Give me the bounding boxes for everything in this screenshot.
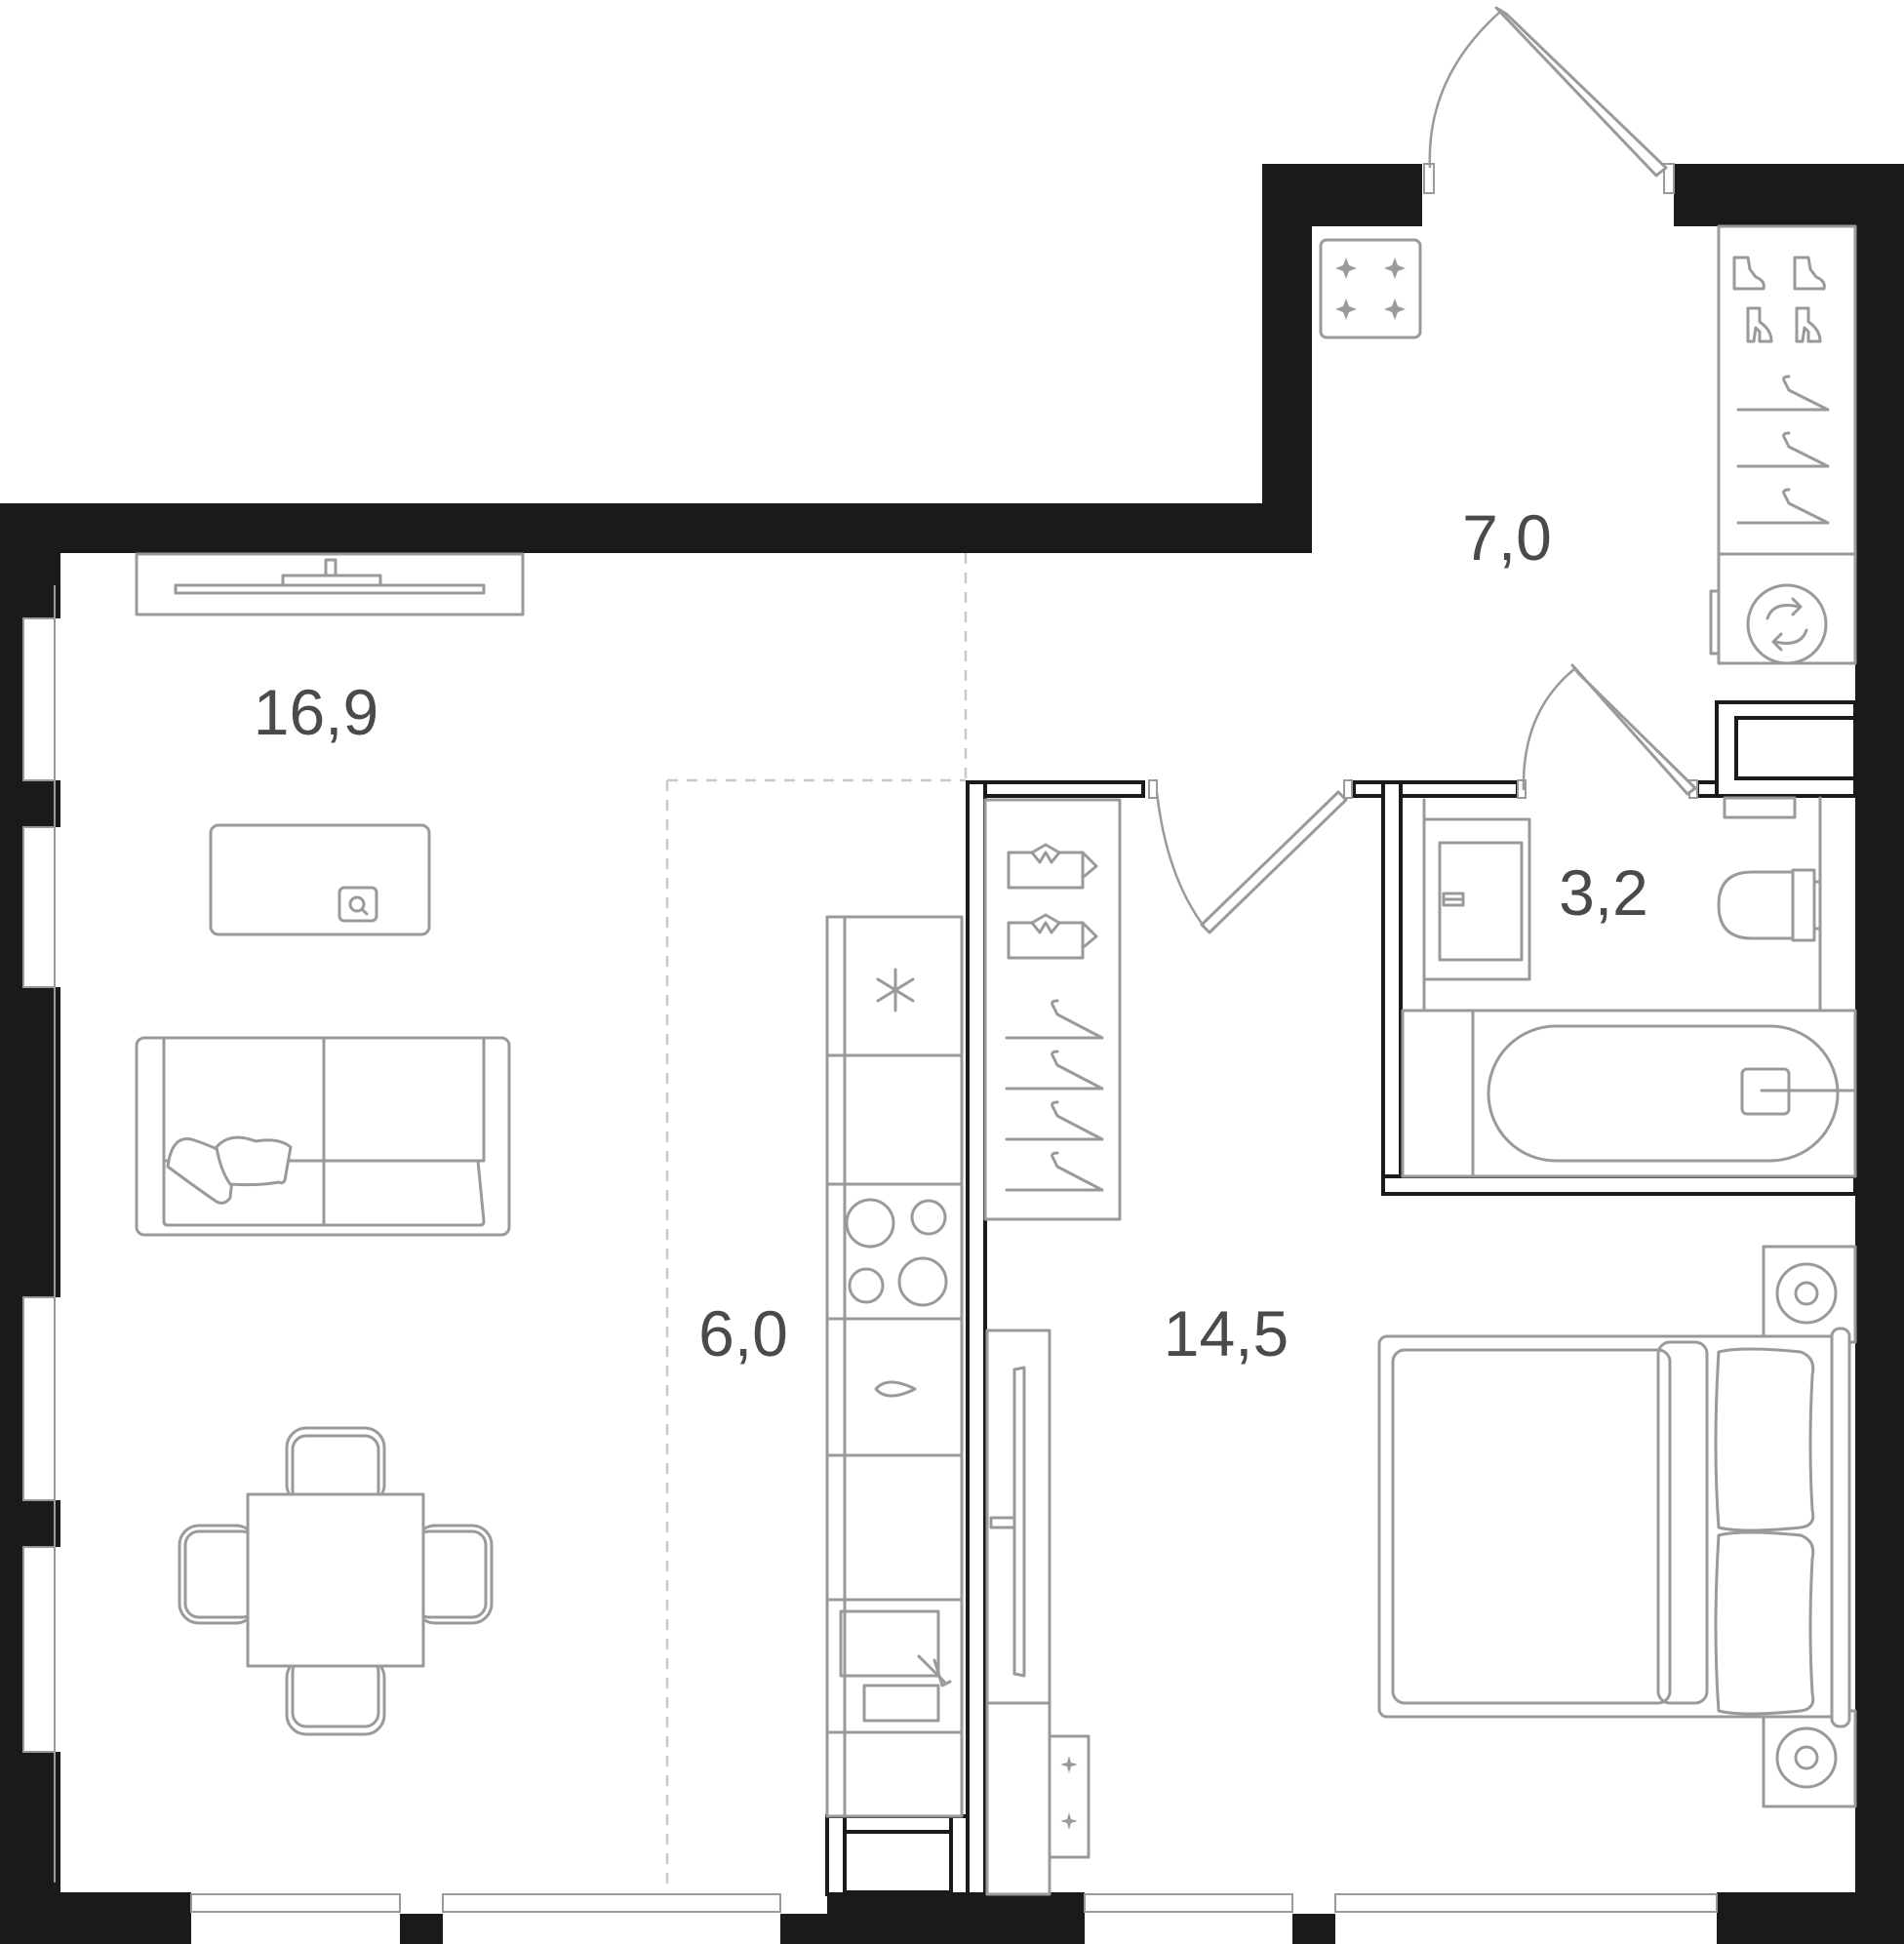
entrance-door bbox=[1423, 6, 1675, 194]
wardrobe-icon bbox=[1717, 224, 1857, 556]
kitchen-units bbox=[825, 915, 964, 1818]
tv-icon bbox=[985, 1329, 1051, 1896]
washing-machine-icon bbox=[1709, 552, 1857, 665]
dining-table-icon bbox=[178, 1426, 494, 1736]
washbasin-icon bbox=[1422, 817, 1531, 981]
living-room-area: 16,9 bbox=[254, 676, 378, 748]
water-drop-icon bbox=[874, 1380, 917, 1398]
bathroom-door bbox=[1517, 663, 1698, 799]
sink-icon bbox=[839, 1609, 952, 1723]
windows bbox=[22, 585, 1718, 1913]
zone-dividers bbox=[665, 553, 968, 1892]
bedroom-area: 14,5 bbox=[1164, 1297, 1289, 1369]
nightstand-icon bbox=[1048, 1734, 1091, 1859]
bedroom-wardrobe bbox=[983, 798, 1122, 1221]
outer-walls bbox=[0, 164, 1904, 1944]
hob-icon bbox=[845, 1198, 948, 1307]
area-labels: 16,9 6,0 7,0 3,2 14,5 bbox=[254, 501, 1648, 1369]
toilet-icon bbox=[1717, 868, 1822, 942]
bathroom-area: 3,2 bbox=[1559, 856, 1648, 929]
bed-icon bbox=[1377, 1245, 1857, 1808]
coffee-table-icon bbox=[209, 823, 431, 936]
kitchen-area: 6,0 bbox=[698, 1297, 788, 1369]
bathtub-icon bbox=[1401, 1009, 1857, 1178]
interior-walls bbox=[825, 700, 1857, 1896]
shelf-icon bbox=[1319, 238, 1422, 339]
fridge-icon bbox=[825, 968, 964, 1057]
hall-area: 7,0 bbox=[1462, 501, 1552, 574]
bedroom-door bbox=[1148, 779, 1353, 934]
sofa-icon bbox=[135, 1036, 511, 1237]
shoe-rack-icon bbox=[1732, 256, 1826, 343]
tv-icon bbox=[135, 552, 525, 616]
hanger-icon bbox=[1736, 375, 1830, 525]
